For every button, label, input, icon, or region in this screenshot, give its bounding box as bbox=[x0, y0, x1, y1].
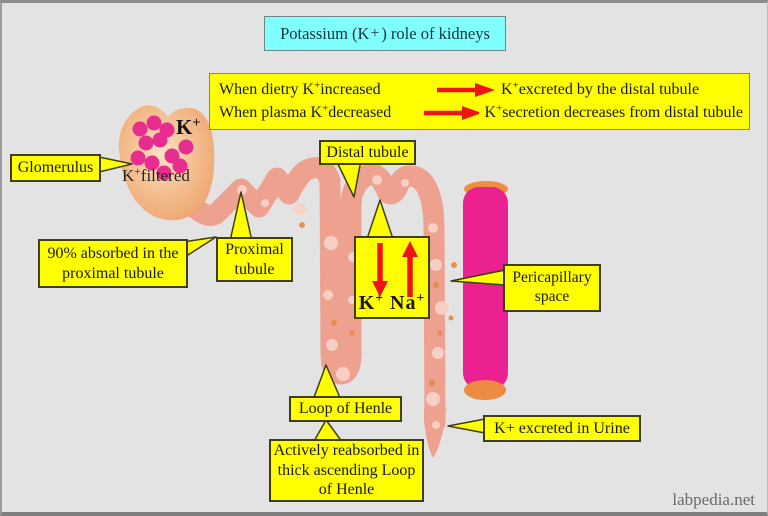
title-text-pre: Potassium (K bbox=[280, 23, 370, 43]
rule-left-text: When dietry K+increased bbox=[219, 79, 381, 98]
k-na-text: K+ Na+ bbox=[358, 289, 426, 314]
rule-left-text: When plasma K+decreased bbox=[219, 102, 392, 121]
actively-reabsorbed-label: Actively reabsorbed in thick ascending L… bbox=[269, 439, 424, 502]
title-text-post: ) role of kidneys bbox=[381, 23, 490, 43]
rule-right-text: K+excreted by the distal tubule bbox=[501, 79, 700, 98]
tubule-bubbles bbox=[237, 175, 449, 429]
urine-excretion-label: K+ excreted in Urine bbox=[483, 415, 641, 442]
arrow-up-icon bbox=[402, 241, 418, 297]
rule-row-plasma: When plasma K+decreased K+secretion decr… bbox=[219, 102, 744, 122]
filtered-potassium-dots bbox=[130, 115, 194, 181]
rule-row-dietary: When dietry K+increased K+excreted by th… bbox=[219, 79, 743, 99]
pericapillary-space-label: Pericapillary space bbox=[503, 264, 601, 312]
tubule-speckles bbox=[299, 222, 457, 386]
page-title: Potassium (K+) role of kidneys bbox=[264, 16, 506, 51]
proximal-tubule-label: Proximal tubule bbox=[216, 237, 293, 282]
collecting-duct-tip bbox=[424, 408, 446, 458]
arrow-down-icon bbox=[372, 243, 388, 297]
potassium-rules-box: When dietry K+increased K+excreted by th… bbox=[209, 73, 750, 130]
capillary-shape bbox=[463, 187, 508, 389]
exchange-pointer bbox=[366, 199, 394, 240]
rule-right-text: K+secretion decreases from distal tubule bbox=[484, 102, 744, 121]
k-na-exchange-box: K+ Na+ bbox=[354, 236, 430, 319]
absorbed-label: 90% absorbed in the proximal tubule bbox=[38, 239, 188, 288]
arrow-right-icon bbox=[423, 106, 479, 120]
arrow-right-icon bbox=[437, 83, 495, 97]
watermark: labpedia.net bbox=[672, 490, 755, 509]
glomerulus-label: Glomerulus bbox=[10, 154, 101, 182]
urine-pointer bbox=[447, 418, 486, 434]
capillary-bottom-cap bbox=[464, 380, 506, 400]
loop-of-henle-label: Loop of Henle bbox=[289, 396, 402, 422]
distal-tubule-label: Distal tubule bbox=[319, 140, 416, 165]
nephron-tubule-path bbox=[182, 157, 446, 434]
k-plus-label: K+ bbox=[176, 114, 201, 139]
k-filtered-label: K+filtered bbox=[122, 165, 190, 185]
k-na-arrows bbox=[372, 241, 418, 297]
